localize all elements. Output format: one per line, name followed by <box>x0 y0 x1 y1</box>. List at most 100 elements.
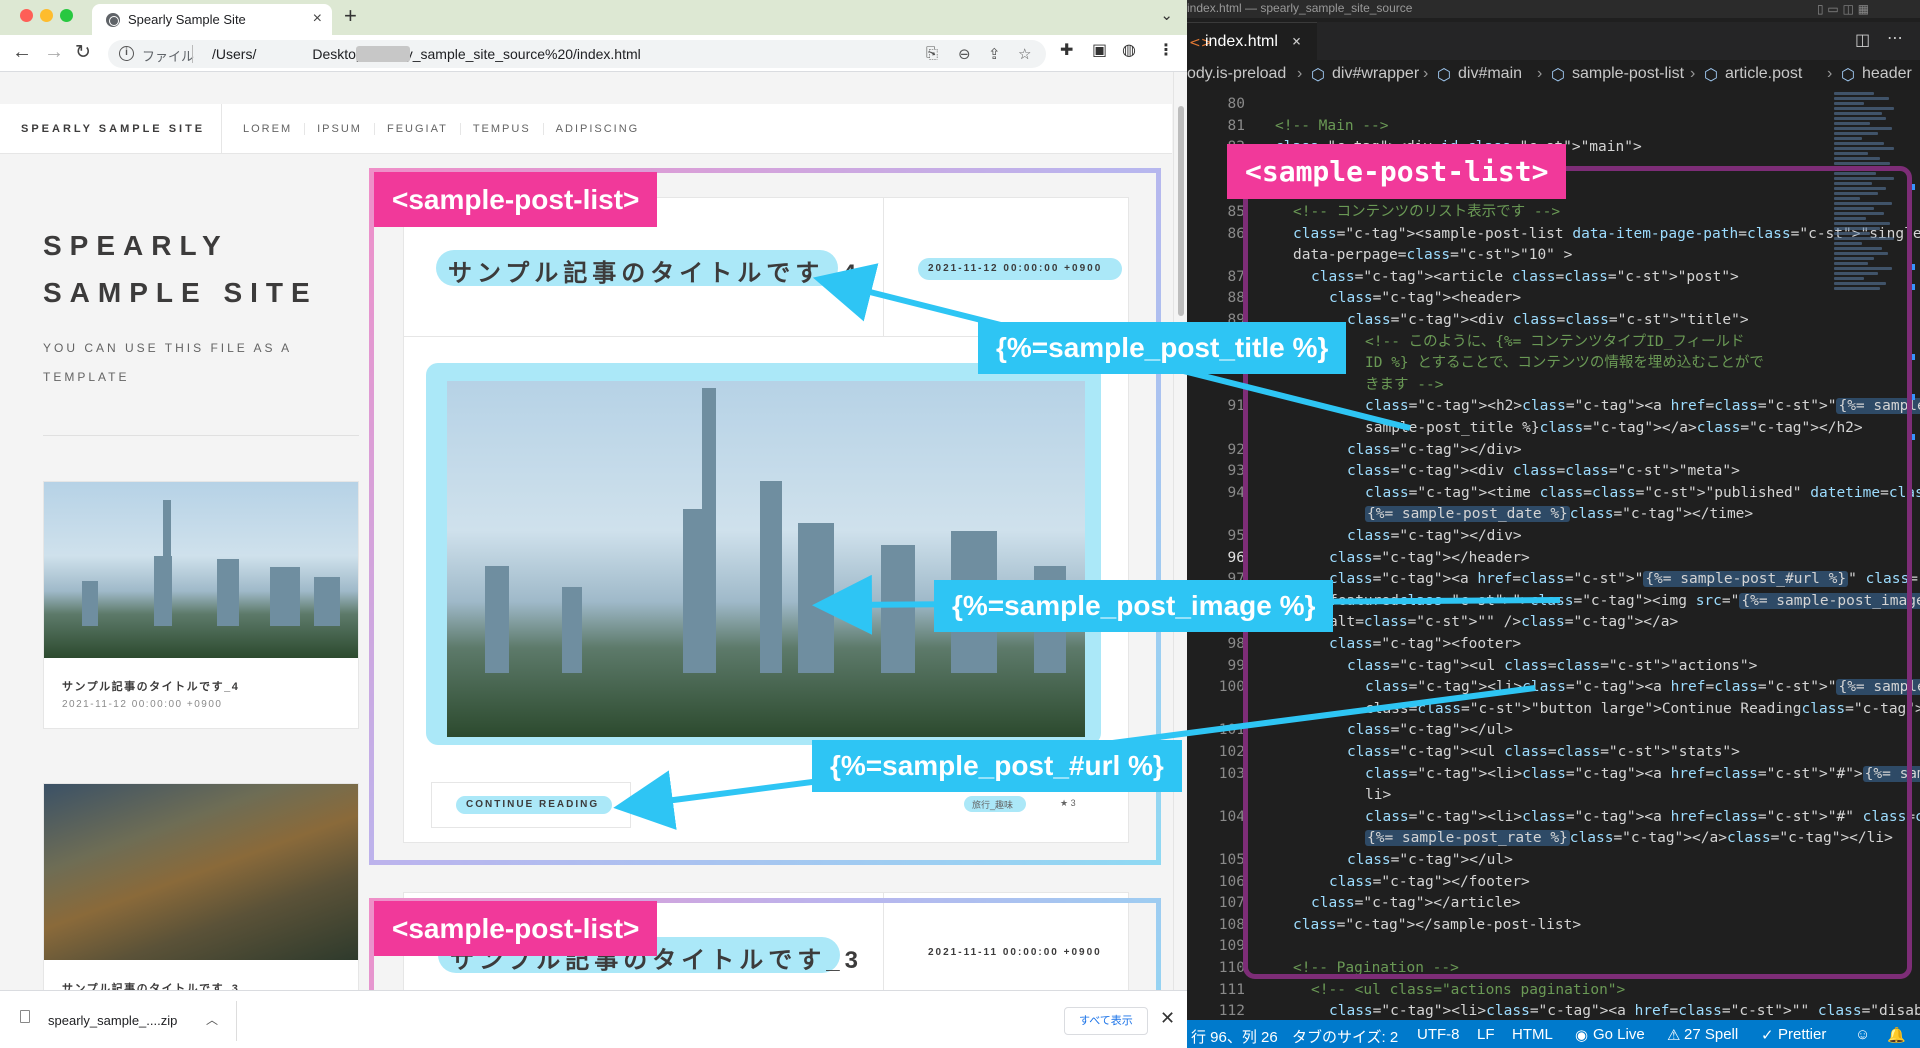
code-line[interactable]: class="c-tag"></article> <box>1311 895 1521 912</box>
language-mode[interactable]: HTML <box>1512 1026 1553 1043</box>
layout-icons[interactable]: ▯ ▭ ◫ ▦ <box>1817 2 1870 16</box>
code-line[interactable]: <!-- このように、{%= コンテンツタイプID_フィールド <box>1365 333 1745 350</box>
code-line[interactable]: class="c-tag"><div class=class="c-st">"m… <box>1347 463 1740 480</box>
zoom-window-button[interactable] <box>60 9 73 22</box>
tab-size[interactable]: タブのサイズ: 2 <box>1292 1029 1399 1046</box>
code-line[interactable]: class="c-tag"></div> <box>1347 441 1522 458</box>
code-line[interactable]: class="c-tag"></sample-post-list> <box>1293 916 1582 933</box>
mini-post-title[interactable]: サンプル記事のタイトルです_4 <box>62 681 240 693</box>
code-line[interactable]: class="c-tag"></div> <box>1347 528 1522 544</box>
code-line[interactable]: class="c-tag"></footer> <box>1329 873 1530 890</box>
bookmark-star-icon[interactable]: ☆ <box>1018 46 1032 63</box>
code-line[interactable]: data-perpage=class="c-st">"10" > <box>1293 247 1573 264</box>
line-number: 85 <box>1227 204 1245 220</box>
code-line[interactable]: class="c-tag"><li>class="c-tag"><a href=… <box>1329 1003 1920 1020</box>
editor-title-bar: index.html — spearly_sample_site_source <box>1187 0 1920 18</box>
breadcrumb-item[interactable]: sample-post-list <box>1572 65 1685 82</box>
code-line[interactable]: {%= sample-post_date %}class="c-tag"></t… <box>1365 506 1754 523</box>
spell-status[interactable]: 27 Spell <box>1684 1026 1739 1043</box>
tab-search-icon[interactable]: ⌄ <box>1160 7 1173 24</box>
code-line[interactable]: <!-- <ul class="actions pagination"> <box>1311 981 1626 998</box>
nav-link-tempus[interactable]: TEMPUS <box>459 123 543 135</box>
page-scrollbar[interactable] <box>1173 72 1187 1048</box>
bell-icon[interactable]: 🔔 <box>1887 1027 1906 1044</box>
code-line[interactable]: class="c-tag"><a href=class="c-st">"{%= … <box>1329 571 1920 588</box>
code-line[interactable]: class="c-tag"></header> <box>1329 549 1530 566</box>
code-line[interactable]: class="c-tag"><time class=class="c-st">"… <box>1365 484 1920 501</box>
window-title: index.html — spearly_sample_site_source <box>1187 1 1413 15</box>
code-line[interactable]: alt=class="c-st">"" />class="c-tag"></a> <box>1329 614 1679 631</box>
code-line[interactable]: class="c-tag"><ul class=class="c-st">"ac… <box>1347 657 1758 674</box>
sample-post-list-label: <sample-post-list> <box>1227 144 1567 199</box>
reload-icon[interactable]: ↻ <box>75 42 91 63</box>
show-all-button[interactable]: すべて表示 <box>1064 1007 1148 1035</box>
mini-post[interactable]: サンプル記事のタイトルです_3 <box>43 783 359 1013</box>
info-icon[interactable]: i <box>119 46 134 61</box>
nav-link-ipsum[interactable]: IPSUM <box>304 123 374 135</box>
breadcrumb-item[interactable]: article.post <box>1725 65 1803 82</box>
image-placeholder-label: {%=sample_post_image %} <box>934 580 1334 632</box>
translate-icon[interactable]: ⎘ <box>926 45 939 62</box>
mini-post[interactable]: サンプル記事のタイトルです_4 2021-11-12 00:00:00 +090… <box>43 481 359 729</box>
breadcrumb-item[interactable]: header <box>1862 65 1912 82</box>
broadcast-icon: ◉ <box>1575 1027 1589 1044</box>
url-placeholder-label: {%=sample_post_#url %} <box>812 740 1182 792</box>
globe-icon <box>106 13 120 27</box>
code-line[interactable]: class="c-tag"><article class=class="c-st… <box>1311 268 1739 285</box>
profile-avatar[interactable]: ◍ <box>1122 42 1136 59</box>
new-tab-button[interactable]: + <box>344 3 357 28</box>
code-line[interactable]: <!-- Main --> <box>1275 117 1389 134</box>
split-editor-icon[interactable]: ◫ <box>1855 30 1871 49</box>
browser-menu-icon[interactable]: ⋮ <box>1158 42 1174 59</box>
nav-link-lorem[interactable]: LOREM <box>243 123 293 135</box>
forward-icon[interactable]: → <box>44 41 64 63</box>
chevron-right-icon: › <box>1423 65 1429 82</box>
side-panel-icon[interactable]: ▣ <box>1092 42 1108 59</box>
close-tab-icon[interactable]: × <box>1292 32 1302 50</box>
nav-links: LOREM IPSUM FEUGIAT TEMPUS ADIPISCING <box>243 123 651 135</box>
encoding[interactable]: UTF-8 <box>1417 1026 1460 1043</box>
breadcrumb-item[interactable]: ody.is-preload <box>1187 65 1287 82</box>
nav-link-feugiat[interactable]: FEUGIAT <box>373 123 460 135</box>
address-bar[interactable]: i ファイル /Users/Desktop/spearly_sample_sit… <box>108 40 1046 68</box>
close-downloads-icon[interactable]: ✕ <box>1160 1008 1176 1028</box>
check-icon: ✓ <box>1761 1027 1774 1044</box>
title-placeholder-label: {%=sample_post_title %} <box>978 322 1347 374</box>
code-line[interactable]: <!-- Pagination --> <box>1293 960 1459 976</box>
mini-post-image[interactable] <box>44 482 358 658</box>
mini-post-image[interactable] <box>44 784 358 960</box>
more-actions-icon[interactable]: ⋯ <box>1887 28 1903 47</box>
browser-tab[interactable]: Spearly Sample Site × <box>92 4 332 35</box>
cube-icon: ⬡ <box>1841 67 1855 84</box>
code-line[interactable]: class="c-tag"></ul> <box>1347 852 1513 868</box>
breadcrumb-item[interactable]: div#main <box>1458 65 1523 82</box>
nav-link-adipiscing[interactable]: ADIPISCING <box>542 123 652 135</box>
zoom-icon[interactable]: ⊖ <box>958 46 971 63</box>
extensions-icon[interactable]: ✚ <box>1060 42 1074 59</box>
back-icon[interactable]: ← <box>12 41 32 63</box>
download-filename[interactable]: spearly_sample_....zip <box>48 1013 178 1028</box>
feedback-icon[interactable]: ☺ <box>1855 1026 1871 1043</box>
code-line[interactable]: <!-- コンテンツのリスト表示です --> <box>1293 204 1561 220</box>
chevron-up-icon[interactable]: ︿ <box>206 1013 219 1027</box>
go-live-button[interactable]: Go Live <box>1593 1026 1645 1043</box>
breadcrumb-item[interactable]: div#wrapper <box>1332 65 1420 82</box>
prettier-status[interactable]: Prettier <box>1778 1026 1827 1043</box>
line-number: 91 <box>1227 398 1245 415</box>
minimize-window-button[interactable] <box>40 9 53 22</box>
close-window-button[interactable] <box>20 9 33 22</box>
code-editor: index.html — spearly_sample_site_source … <box>1187 0 1920 1048</box>
sample-post-list-code-frame <box>1243 166 1912 979</box>
editor-scrollbar[interactable] <box>1909 94 1915 1020</box>
close-tab-icon[interactable]: × <box>312 10 322 27</box>
line-number: 106 <box>1218 873 1245 890</box>
share-icon[interactable]: ⇪ <box>988 46 1001 63</box>
cursor-position[interactable]: 行 96、列 26 <box>1191 1029 1278 1046</box>
code-line[interactable]: class="c-tag"><li>class="c-tag"><a href=… <box>1365 808 1920 825</box>
code-line[interactable]: {%= sample-post_rate %}class="c-tag"></a… <box>1365 830 1893 847</box>
line-ending[interactable]: LF <box>1477 1026 1495 1043</box>
code-line[interactable]: class="c-tag"><footer> <box>1329 636 1522 652</box>
site-brand[interactable]: SPEARLY SAMPLE SITE <box>21 123 206 135</box>
breadcrumb: ody.is-preload › ⬡ div#wrapper › ⬡ div#m… <box>1187 60 1920 90</box>
tab-index-html[interactable]: <> index.html × <box>1187 22 1317 60</box>
